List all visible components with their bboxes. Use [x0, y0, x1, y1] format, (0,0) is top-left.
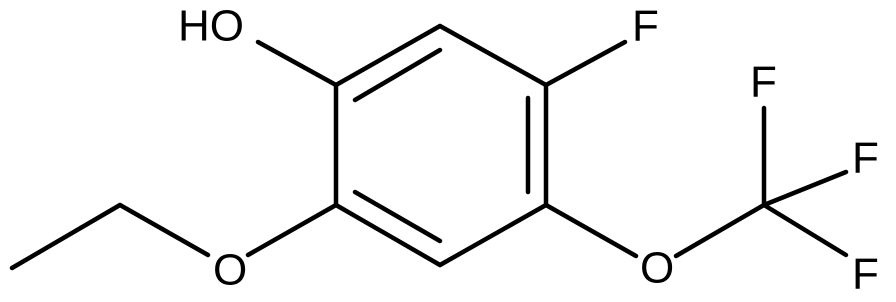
ring-bond-c1-c2-inner	[352, 47, 443, 103]
fluorine-ring-label: F	[632, 2, 659, 51]
trifluoromethoxy-oxygen-label: O	[640, 244, 674, 293]
bond-cf3-fluorine-bottom	[761, 202, 849, 258]
bond-c4-trifluoromethoxy-oxygen	[543, 202, 639, 259]
bond-c1-hydroxyl	[255, 39, 339, 88]
fluorine-cf3-bottom-label: F	[852, 250, 879, 299]
bond-cf3-fluorine-right	[761, 169, 849, 208]
ring-bond-c5-c6	[333, 202, 443, 268]
bond-oxygen-cf3-carbon	[673, 202, 767, 259]
hydroxyl-label: HO	[178, 2, 244, 51]
fluorine-cf3-right-label: F	[852, 134, 879, 183]
fluorine-cf3-top-label: F	[750, 58, 777, 107]
ring-bond-c4-c5	[437, 202, 549, 268]
bond-c3-fluorine	[543, 39, 628, 88]
ethoxy-oxygen-label: O	[213, 246, 247, 295]
ring-bond-c1-c2	[333, 23, 443, 88]
bond-ethoxy-oxygen-ch2	[117, 202, 211, 258]
ring-bond-c2-c3	[437, 23, 549, 88]
bond-c6-ethoxy-oxygen	[245, 202, 339, 258]
bond-ch2-ch3	[9, 202, 123, 271]
benzene-ring	[333, 23, 549, 268]
ring-bond-c5-c6-inner	[352, 189, 443, 244]
